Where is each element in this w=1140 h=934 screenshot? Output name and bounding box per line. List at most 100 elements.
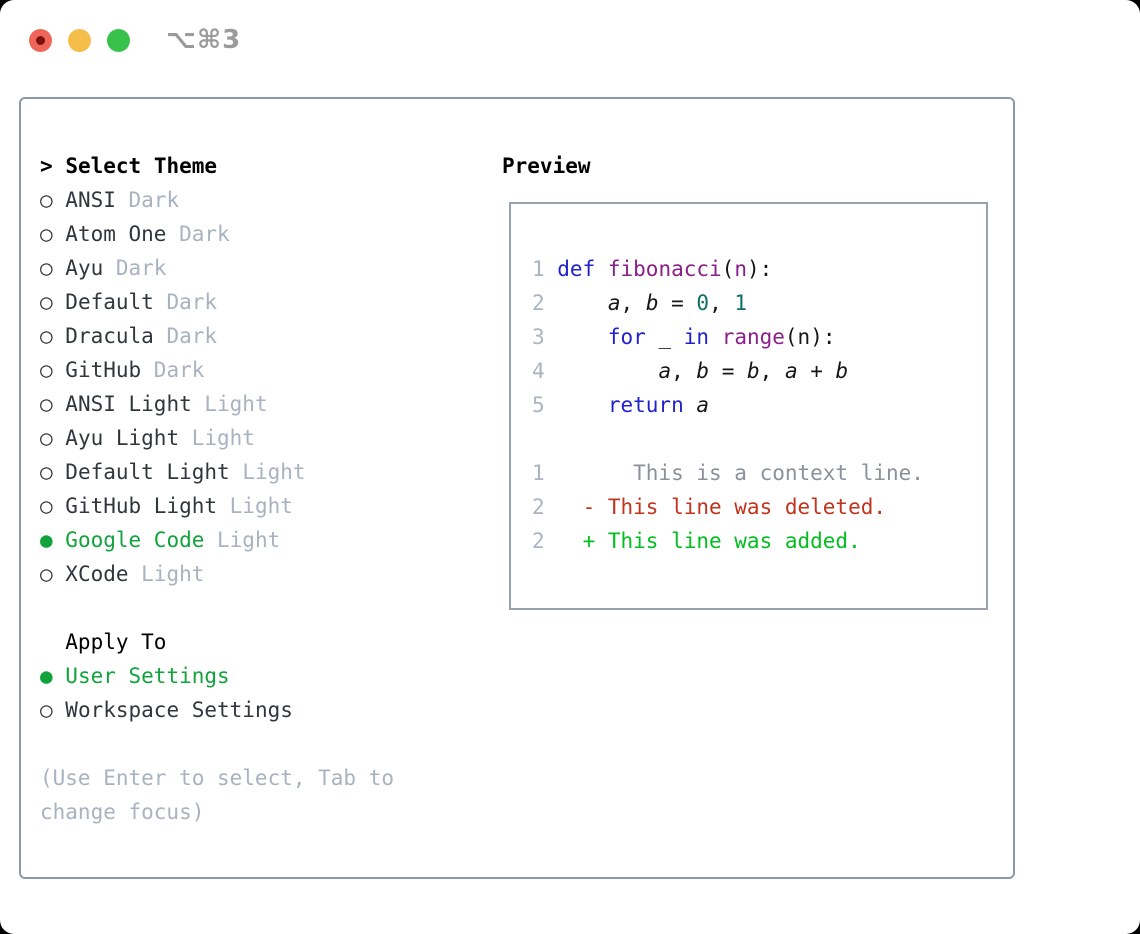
theme-name: Ayu Light — [65, 426, 180, 450]
code-line: 4 a, b = b, a + b — [532, 354, 986, 388]
code-token — [557, 291, 608, 315]
code-token: a — [658, 359, 672, 383]
code-token: a — [784, 359, 798, 383]
code-token — [557, 359, 658, 383]
radio-unselected-icon: ○ — [40, 358, 66, 382]
close-button-icon[interactable] — [29, 28, 52, 52]
select-theme-title: Select Theme — [65, 154, 218, 178]
apply-option-label: Workspace Settings — [65, 698, 293, 722]
code-token: + — [797, 359, 836, 383]
zoom-button-icon[interactable] — [107, 28, 130, 52]
radio-unselected-icon: ○ — [40, 324, 66, 348]
theme-option-default[interactable]: ○ Default Dark — [40, 285, 456, 319]
code-token: , — [759, 359, 785, 383]
titlebar: ⌥⌘3 — [29, 25, 241, 55]
theme-option-ayu[interactable]: ○ Ayu Dark — [40, 251, 456, 285]
theme-variant: Light — [229, 460, 306, 484]
code-content: a, b = 0, 1 — [557, 291, 747, 315]
theme-variant: Dark — [153, 324, 218, 348]
radio-selected-icon: ● — [40, 664, 66, 688]
code-token: _ — [645, 325, 684, 349]
code-token: b — [835, 359, 849, 383]
line-number: 2 — [532, 529, 545, 553]
code-line: 5 return a — [532, 388, 986, 422]
theme-variant: Light — [191, 392, 268, 416]
code-token: = — [658, 291, 697, 315]
diff-line-added: 2 + This line was added. — [532, 524, 986, 558]
theme-variant: Dark — [141, 358, 205, 382]
theme-name: Google Code — [65, 528, 205, 552]
theme-option-dracula[interactable]: ○ Dracula Dark — [40, 319, 456, 353]
theme-option-google-code[interactable]: ● Google Code Light — [40, 523, 456, 557]
line-number: 3 — [532, 325, 545, 349]
theme-option-ansi-light[interactable]: ○ ANSI Light Light — [40, 387, 456, 421]
code-token: 0 — [696, 291, 710, 315]
radio-unselected-icon: ○ — [40, 256, 66, 280]
theme-name: ANSI Light — [65, 392, 192, 416]
theme-variant: Dark — [166, 222, 230, 246]
theme-name: GitHub Light — [65, 494, 218, 518]
diff-text: - This line was deleted. — [557, 495, 887, 519]
theme-option-ansi[interactable]: ○ ANSI Dark — [40, 183, 456, 217]
radio-unselected-icon: ○ — [40, 222, 66, 246]
apply-option-workspace-settings[interactable]: ○ Workspace Settings — [40, 693, 456, 727]
code-token: for — [607, 325, 646, 349]
window-title: ⌥⌘3 — [166, 25, 242, 55]
code-token: b — [645, 291, 659, 315]
theme-variant: Light — [128, 562, 205, 586]
theme-list: ○ ANSI Dark○ Atom One Dark○ Ayu Dark○ De… — [40, 183, 456, 591]
code-token: , — [671, 359, 697, 383]
theme-option-github[interactable]: ○ GitHub Dark — [40, 353, 456, 387]
theme-option-ayu-light[interactable]: ○ Ayu Light Light — [40, 421, 456, 455]
code-content: for _ in range(n): — [557, 325, 836, 349]
code-content: a, b = b, a + b — [557, 359, 848, 383]
radio-unselected-icon: ○ — [40, 426, 66, 450]
diff-text: This is a context line. — [557, 461, 924, 485]
theme-name: Atom One — [65, 222, 167, 246]
theme-picker-panel: > Select Theme ○ ANSI Dark○ Atom One Dar… — [19, 97, 1015, 879]
code-token: fibonacci — [607, 257, 722, 281]
preview-title: Preview — [502, 154, 591, 178]
theme-name: Ayu — [65, 256, 104, 280]
apply-to-label: Apply To — [65, 630, 167, 654]
code-token: = — [709, 359, 747, 383]
theme-variant: Dark — [103, 256, 167, 280]
line-number: 5 — [532, 393, 545, 417]
theme-option-default-light[interactable]: ○ Default Light Light — [40, 455, 456, 489]
code-token — [684, 393, 697, 417]
code-token: ( — [721, 257, 735, 281]
code-token: range — [721, 325, 785, 349]
code-content: def fibonacci(n): — [557, 257, 772, 281]
code-token: ): — [746, 257, 773, 281]
code-token — [595, 257, 608, 281]
code-token: b — [696, 359, 710, 383]
keyboard-hint: (Use Enter to select, Tab to change focu… — [40, 766, 395, 824]
code-token: , — [620, 291, 646, 315]
radio-unselected-icon: ○ — [40, 392, 66, 416]
code-token: b — [746, 359, 760, 383]
code-token: def — [557, 257, 596, 281]
theme-option-github-light[interactable]: ○ GitHub Light Light — [40, 489, 456, 523]
theme-variant: Dark — [153, 290, 218, 314]
theme-name: GitHub — [65, 358, 142, 382]
code-token: in — [683, 325, 710, 349]
theme-name: Default Light — [65, 460, 230, 484]
radio-unselected-icon: ○ — [40, 494, 66, 518]
line-number: 2 — [532, 291, 545, 315]
line-number: 1 — [532, 257, 545, 281]
line-number: 4 — [532, 359, 545, 383]
theme-variant: Light — [179, 426, 255, 450]
minimize-button-icon[interactable] — [68, 28, 91, 52]
diff-line-context: 1 This is a context line. — [532, 456, 986, 490]
theme-option-atom-one[interactable]: ○ Atom One Dark — [40, 217, 456, 251]
code-token: , — [709, 291, 735, 315]
theme-name: ANSI — [65, 188, 116, 212]
line-number: 2 — [532, 495, 545, 519]
radio-selected-icon: ● — [40, 528, 66, 552]
apply-option-user-settings[interactable]: ● User Settings — [40, 659, 456, 693]
code-content: return a — [557, 393, 709, 417]
radio-unselected-icon: ○ — [40, 290, 66, 314]
theme-option-xcode[interactable]: ○ XCode Light — [40, 557, 456, 591]
code-token: (n): — [784, 325, 836, 349]
